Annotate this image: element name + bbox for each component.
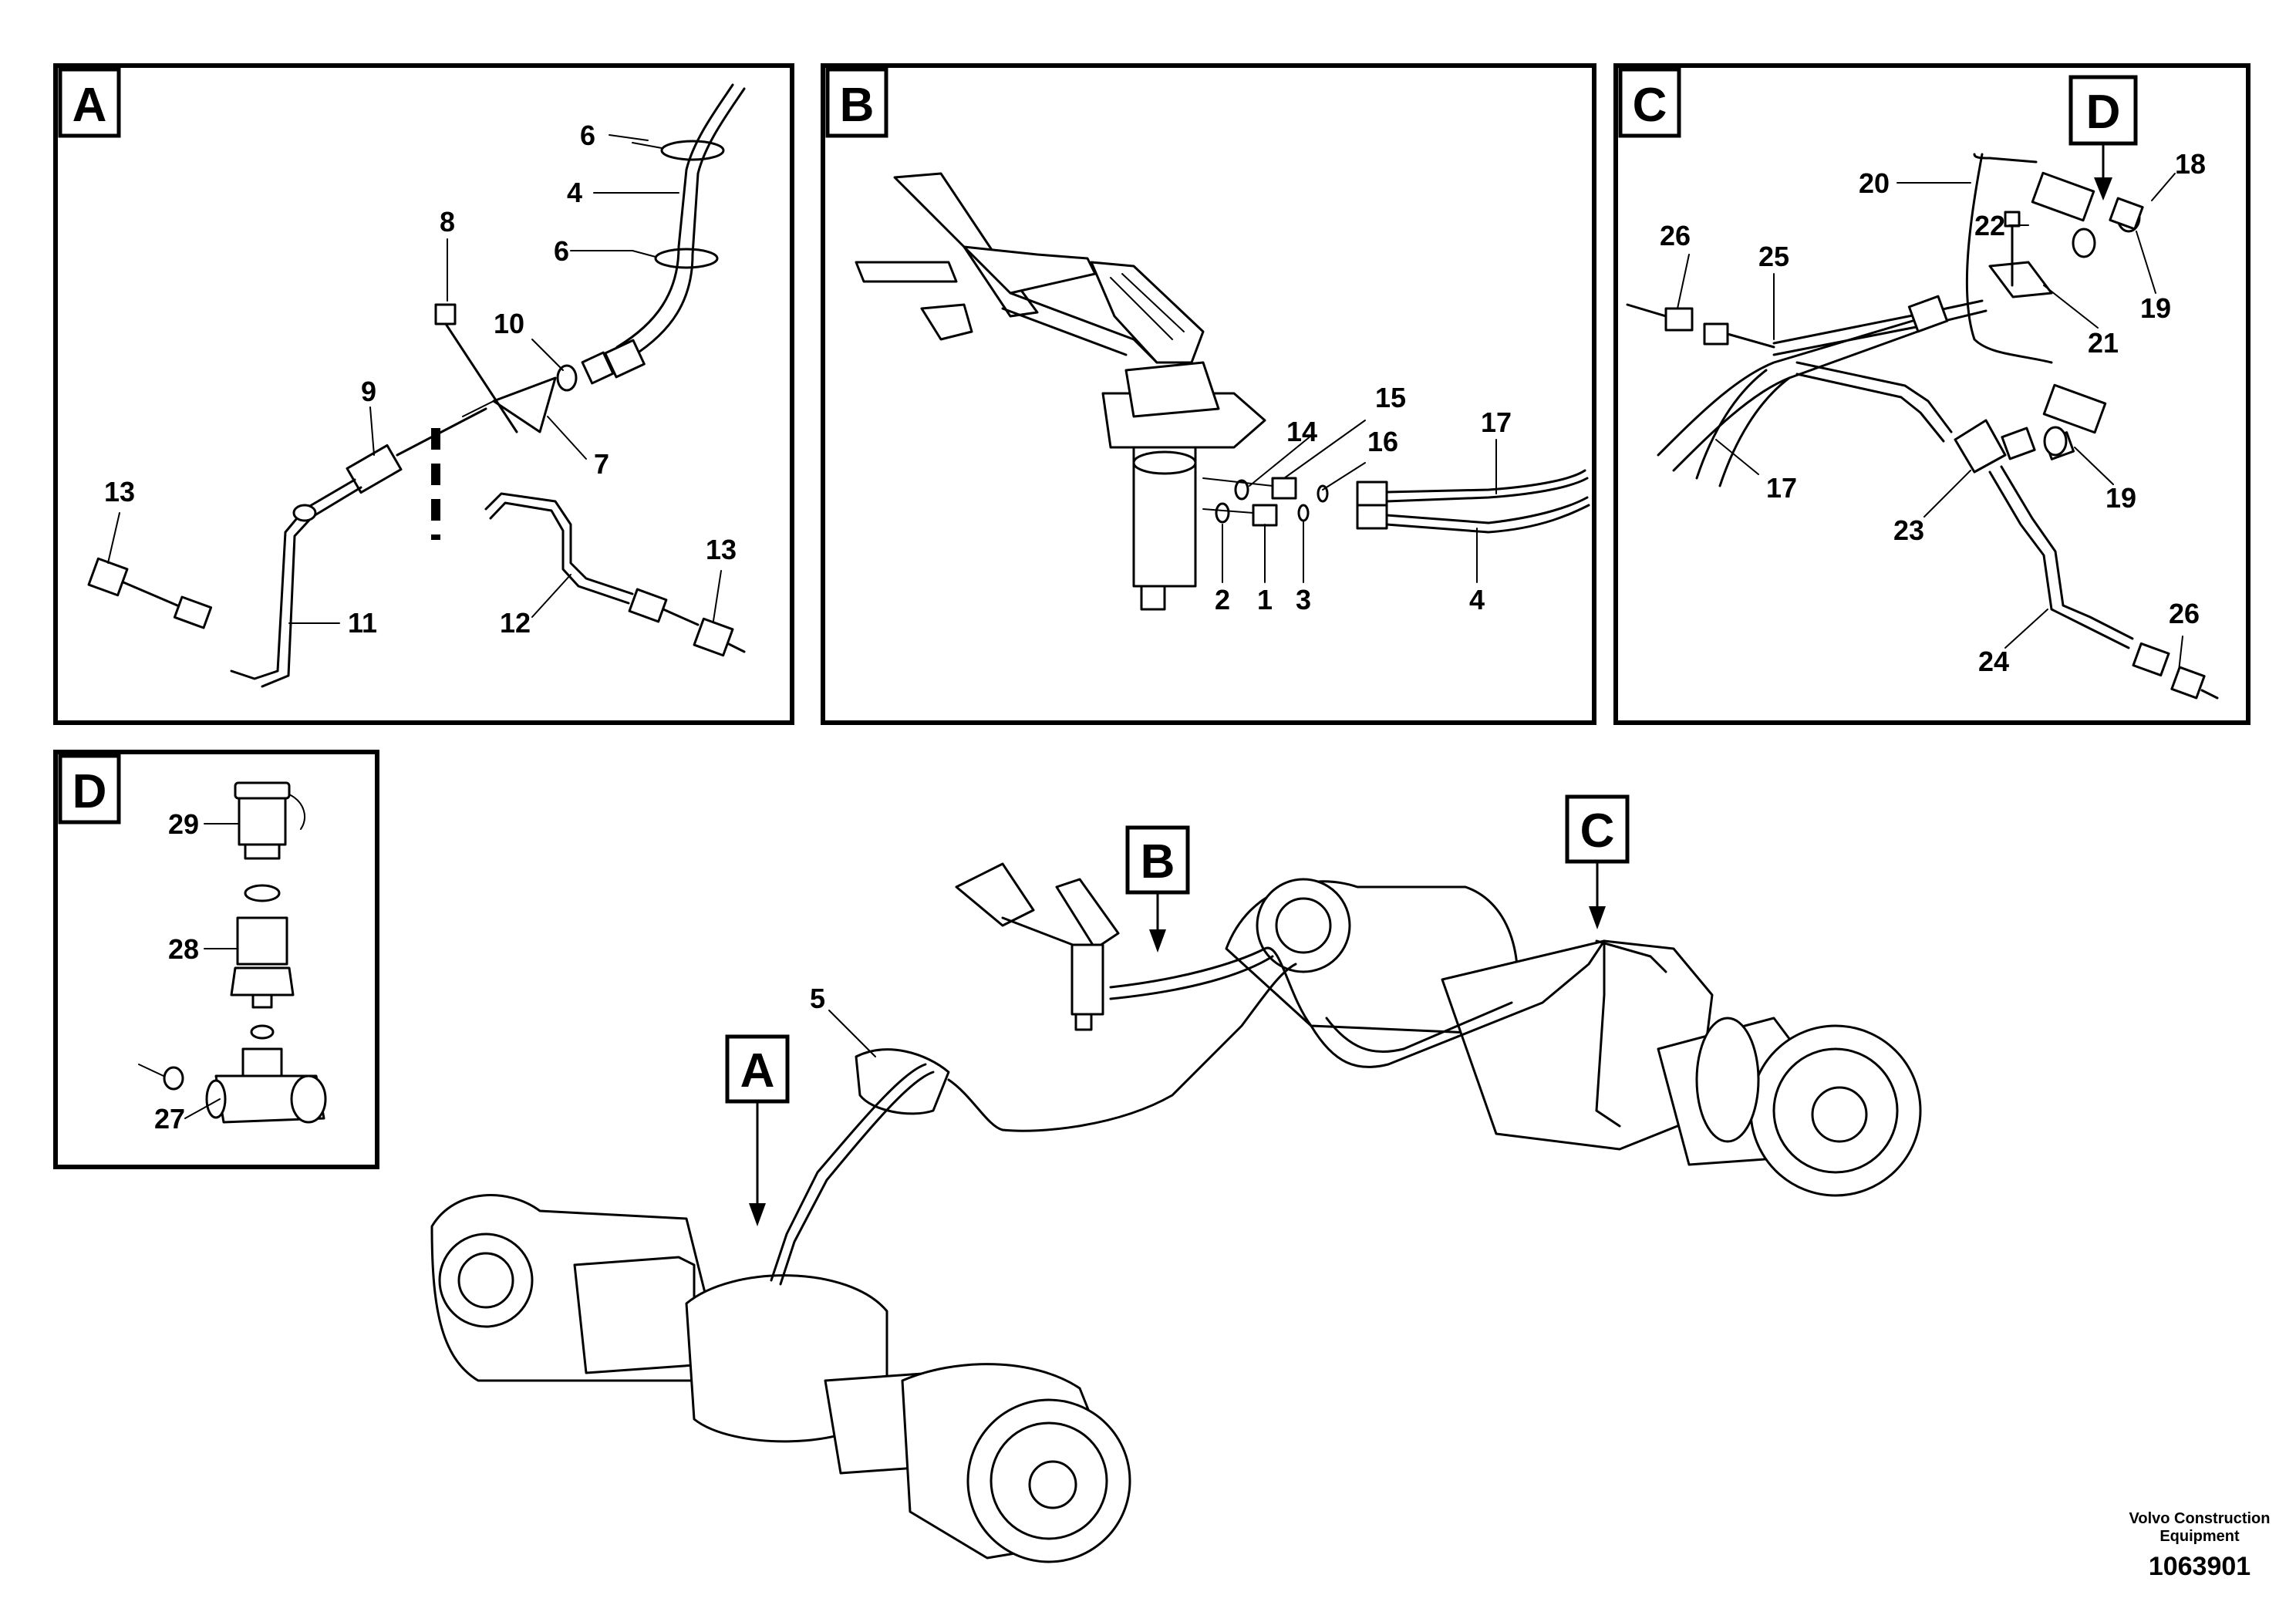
callout-b-15: 15 [1375, 382, 1406, 413]
callout-a-8: 8 [440, 206, 455, 238]
callout-a-12: 12 [500, 607, 531, 639]
overview-marker-b: B [1141, 835, 1175, 889]
callout-d-29: 29 [168, 808, 199, 840]
panel-a: A [53, 63, 794, 725]
panel-c-label: C [1633, 79, 1667, 132]
panel-b-label: B [840, 79, 875, 132]
callout-b-3: 3 [1296, 584, 1311, 615]
callout-a-7: 7 [594, 448, 609, 480]
panel-c: C D [1613, 63, 2250, 725]
callout-b-17: 17 [1481, 406, 1512, 438]
callout-a-6-lower: 6 [554, 235, 569, 267]
callout-c-19-top: 19 [2140, 292, 2171, 324]
overview-marker-a: A [740, 1044, 775, 1098]
callout-b-2: 2 [1215, 584, 1230, 615]
callout-c-22: 22 [1974, 210, 2005, 241]
company-name-line1: Volvo Construction [2129, 1510, 2271, 1527]
callout-c-19-lower: 19 [2106, 482, 2136, 514]
callout-a-10: 10 [494, 308, 524, 339]
callout-c-26-left: 26 [1660, 220, 1691, 251]
callout-c-d-marker: D [2086, 86, 2121, 139]
callout-b-16: 16 [1367, 426, 1398, 457]
overview-callout-5: 5 [810, 983, 825, 1014]
callout-c-26-right: 26 [2169, 598, 2200, 629]
callout-a-13-left: 13 [104, 476, 135, 508]
callout-a-4: 4 [567, 177, 582, 208]
callout-d-27: 27 [154, 1103, 185, 1135]
callout-c-17: 17 [1766, 472, 1797, 504]
callout-a-6-top: 6 [580, 120, 595, 151]
callout-c-20: 20 [1859, 167, 1890, 199]
callout-c-18: 18 [2175, 148, 2206, 180]
callout-d-28: 28 [168, 933, 199, 965]
overview-marker-c: C [1580, 804, 1615, 858]
callout-b-4: 4 [1469, 584, 1485, 615]
overview-drawing: B C A 5 [430, 794, 1922, 1563]
callout-b-14: 14 [1286, 416, 1317, 447]
callout-a-9: 9 [361, 376, 376, 407]
callout-a-13-right: 13 [706, 534, 737, 565]
title-block: Volvo Construction Equipment 1063901 [2129, 1510, 2271, 1581]
panel-a-label: A [72, 79, 107, 132]
callout-a-11: 11 [348, 607, 377, 639]
panel-d: D 29 28 27 [53, 750, 379, 1169]
callout-c-24: 24 [1978, 646, 2009, 677]
panel-d-label: D [72, 765, 107, 818]
panel-b: B [821, 63, 1596, 725]
callout-c-23: 23 [1893, 514, 1924, 546]
company-name-line2: Equipment [2159, 1528, 2240, 1545]
callout-c-21: 21 [2088, 327, 2119, 359]
drawing-number: 1063901 [2149, 1552, 2250, 1581]
callout-c-25: 25 [1758, 241, 1789, 272]
callout-b-1: 1 [1257, 584, 1273, 615]
